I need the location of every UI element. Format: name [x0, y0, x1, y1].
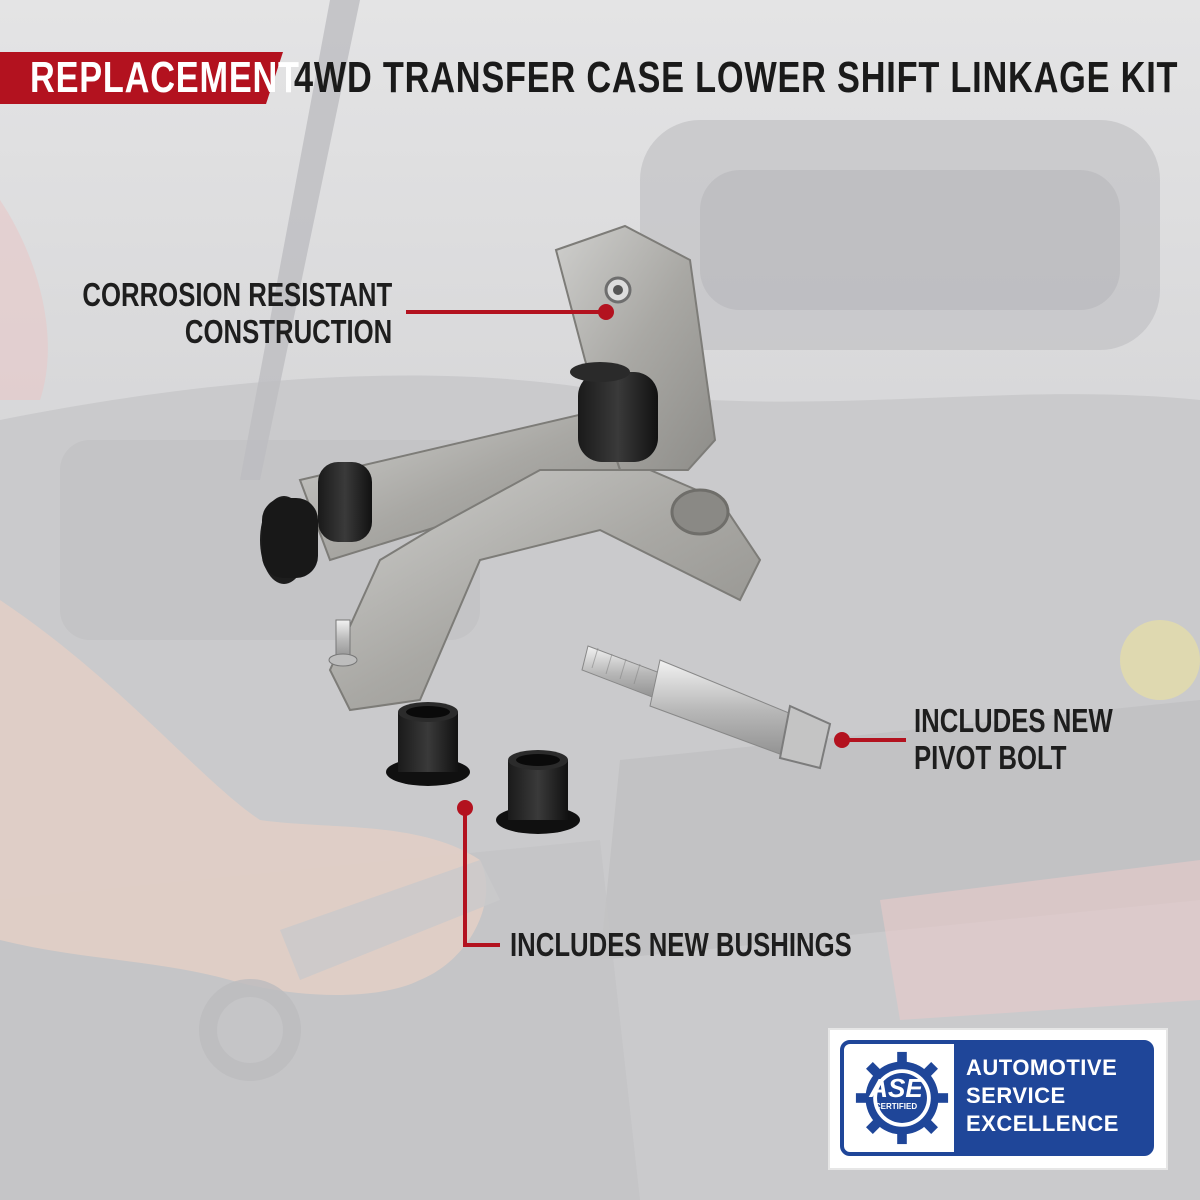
ase-badge-text: AUTOMOTIVE SERVICE EXCELLENCE — [966, 1054, 1119, 1138]
pivot-bolt-callout: INCLUDES NEW PIVOT BOLT — [914, 702, 1113, 776]
ase-badge: ASE CERTIFIED AUTOMOTIVE SERVICE EXCELLE… — [828, 1028, 1168, 1170]
ase-badge-frame — [840, 1040, 1154, 1156]
bushing-part-2 — [496, 750, 580, 834]
ase-logo-text: ASE — [869, 1073, 923, 1103]
ase-badge-line1: AUTOMOTIVE — [966, 1055, 1118, 1080]
page-title: 4WD TRANSFER CASE LOWER SHIFT LINKAGE KI… — [294, 53, 1179, 102]
bushings-callout-line1: INCLUDES NEW BUSHINGS — [510, 926, 852, 963]
corrosion-callout-line1: CORROSION RESISTANT — [82, 276, 392, 313]
pivot-bolt-callout-line2: PIVOT BOLT — [914, 739, 1067, 776]
ase-logo-subtext: CERTIFIED — [874, 1102, 918, 1111]
bushings-callout: INCLUDES NEW BUSHINGS — [510, 926, 852, 963]
ase-gear-icon — [855, 1051, 949, 1145]
corrosion-callout-line2: CONSTRUCTION — [184, 313, 392, 350]
ase-badge-line3: EXCELLENCE — [966, 1111, 1119, 1136]
bushing-part-1 — [386, 702, 470, 786]
pivot-bolt-part — [581, 645, 832, 770]
header: REPLACEMENT 4WD TRANSFER CASE LOWER SHIF… — [0, 0, 1200, 110]
pivot-bolt-callout-line1: INCLUDES NEW — [914, 702, 1113, 739]
shift-linkage-part — [260, 224, 762, 712]
ase-badge-text-panel: AUTOMOTIVE SERVICE EXCELLENCE — [954, 1044, 1152, 1154]
replacement-tag-bg — [0, 52, 283, 104]
ase-badge-line2: SERVICE — [966, 1083, 1066, 1108]
replacement-tag-label: REPLACEMENT — [30, 53, 300, 102]
corrosion-callout: CORROSION RESISTANT CONSTRUCTION — [82, 276, 392, 350]
